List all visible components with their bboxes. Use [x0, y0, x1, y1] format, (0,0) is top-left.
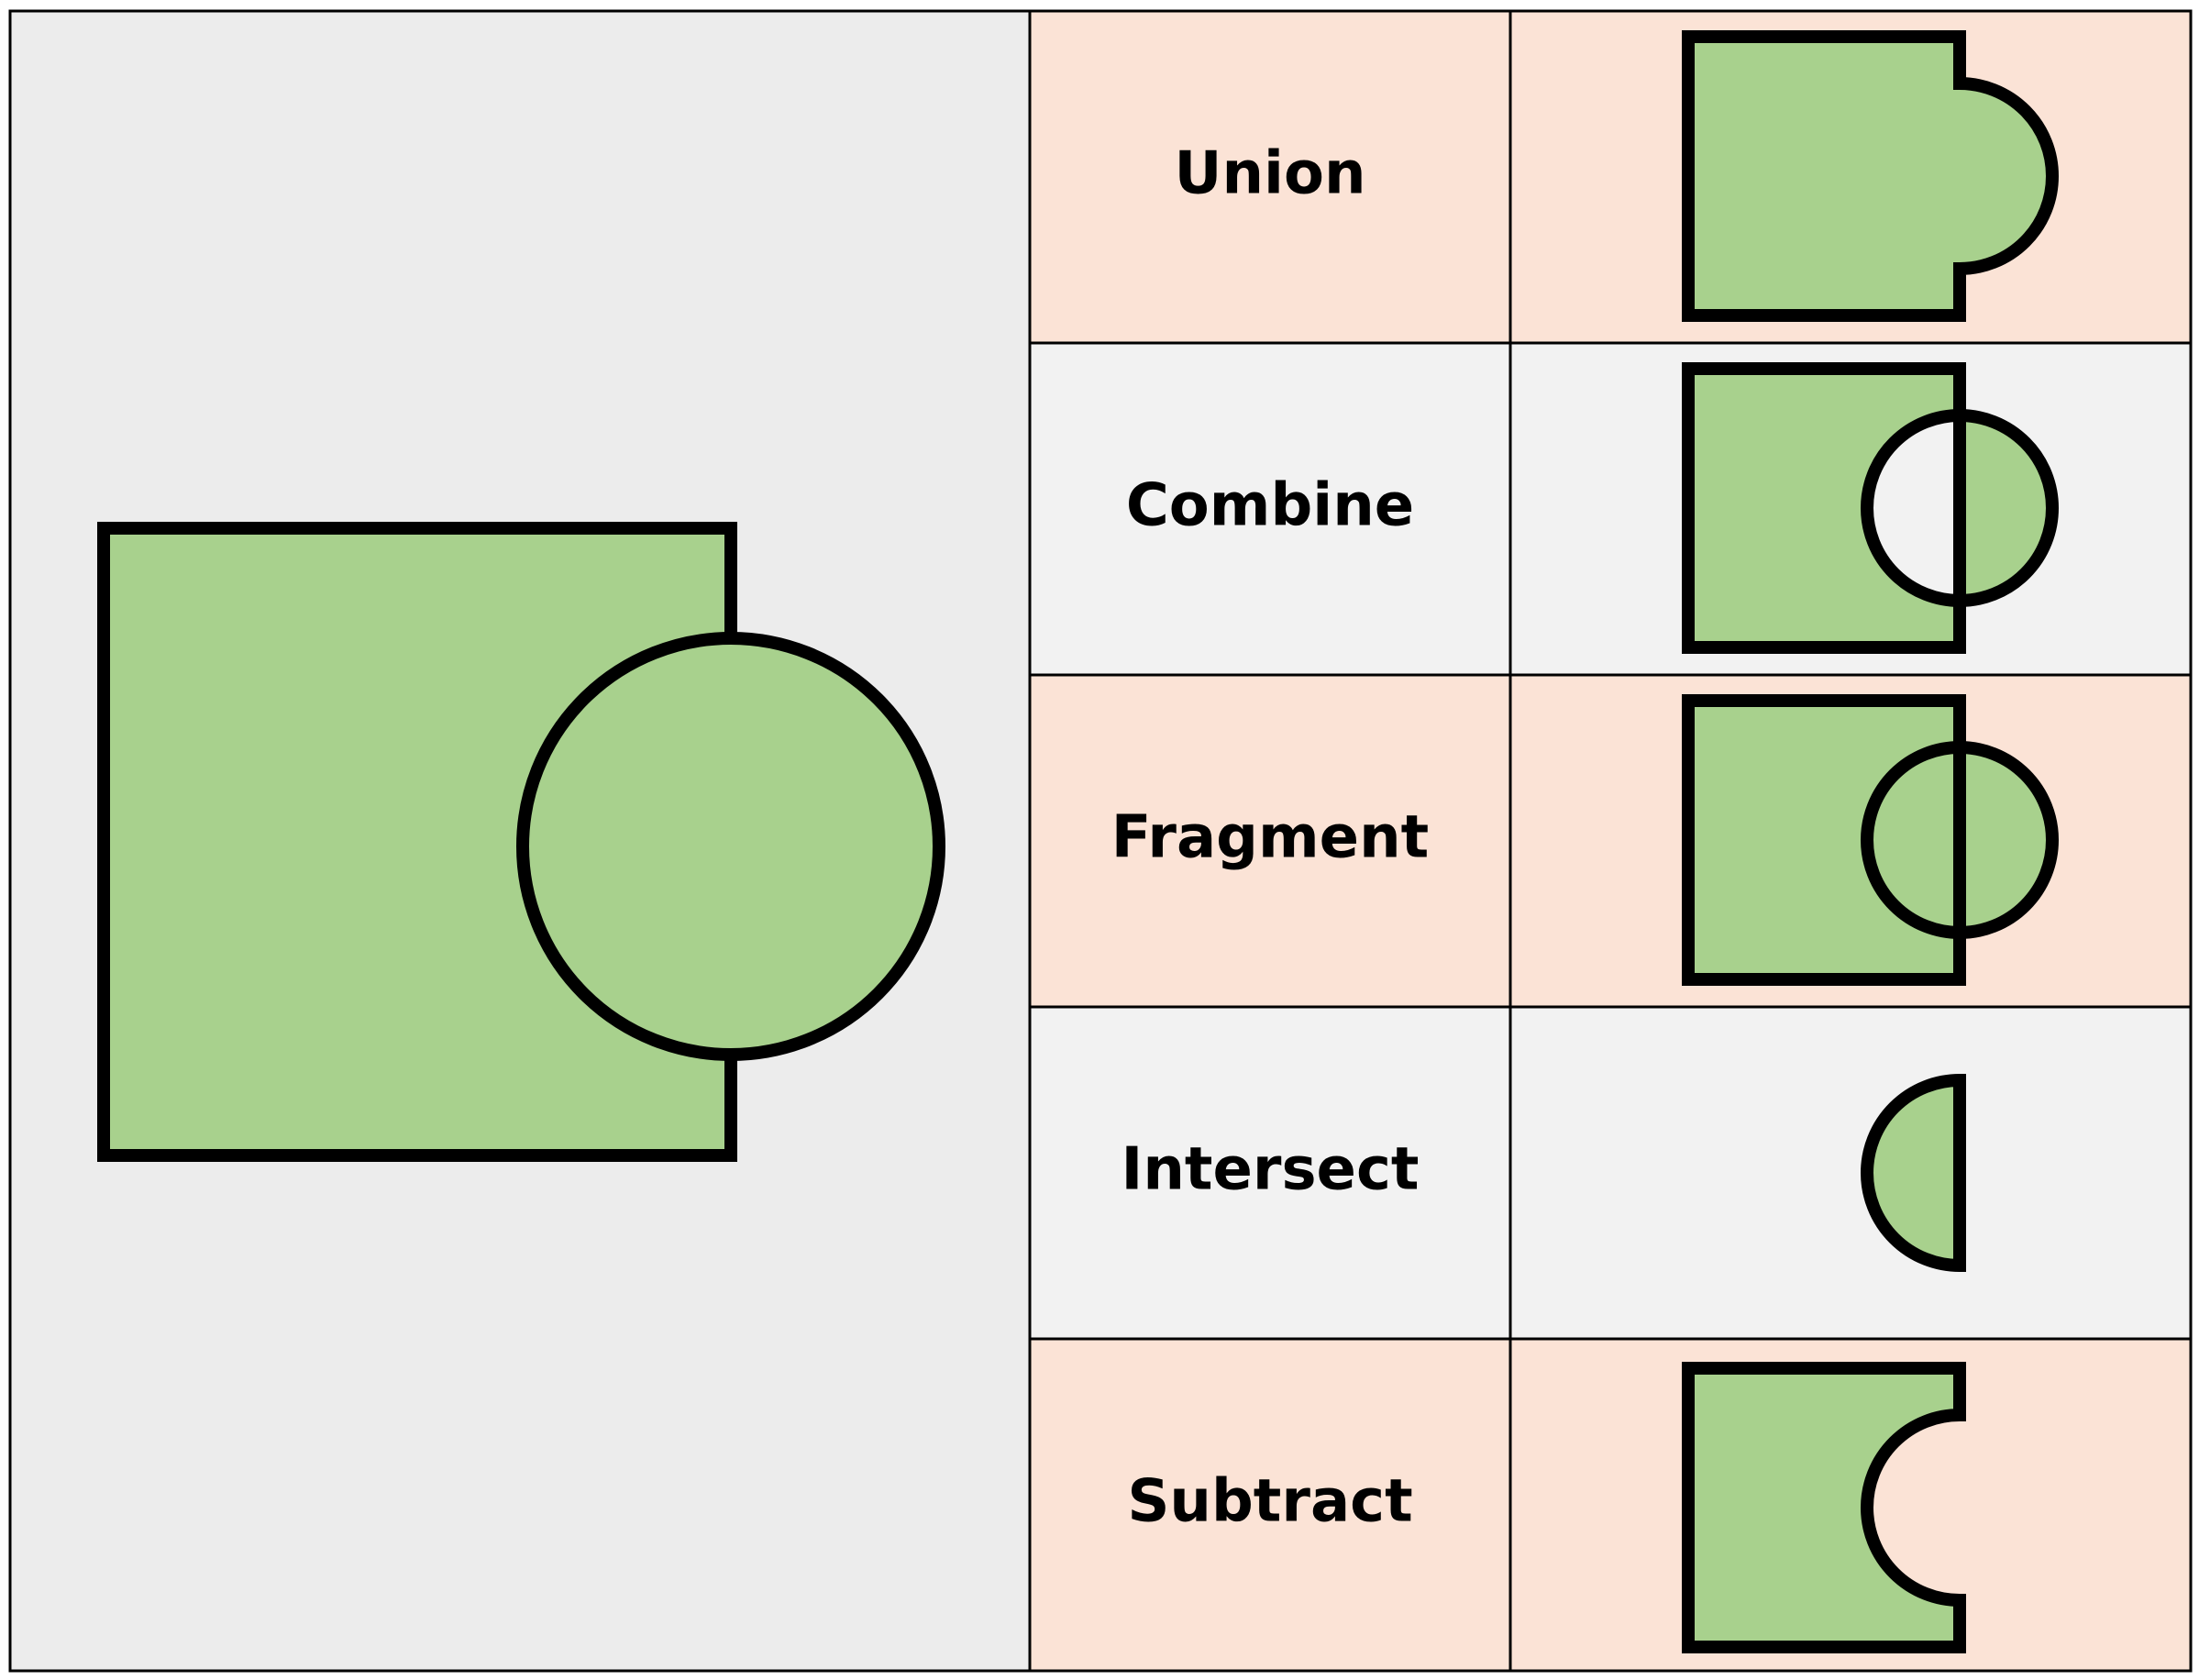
- subtract-label: Subtract: [1127, 1468, 1412, 1536]
- combine-result: [1682, 362, 2059, 654]
- fragment-label: Fragment: [1111, 804, 1429, 872]
- union-result: [1682, 30, 2059, 322]
- subtract-result: [1682, 1362, 1966, 1653]
- intersect-row: [1030, 1007, 2191, 1339]
- source-circle: [516, 632, 945, 1061]
- operations-labels: Union Combine Fragment Intersect Subtrac…: [1111, 140, 1429, 1536]
- table-grid: [8, 9, 2193, 1673]
- source-shapes: [97, 522, 945, 1162]
- union-label: Union: [1175, 140, 1366, 208]
- source-square: [97, 522, 737, 1162]
- fragment-result: [1682, 694, 2059, 986]
- intersect-result: [1861, 1073, 1966, 1273]
- combine-label: Combine: [1126, 472, 1414, 540]
- intersect-label: Intersect: [1122, 1136, 1420, 1204]
- subtract-row: [1030, 1339, 2191, 1671]
